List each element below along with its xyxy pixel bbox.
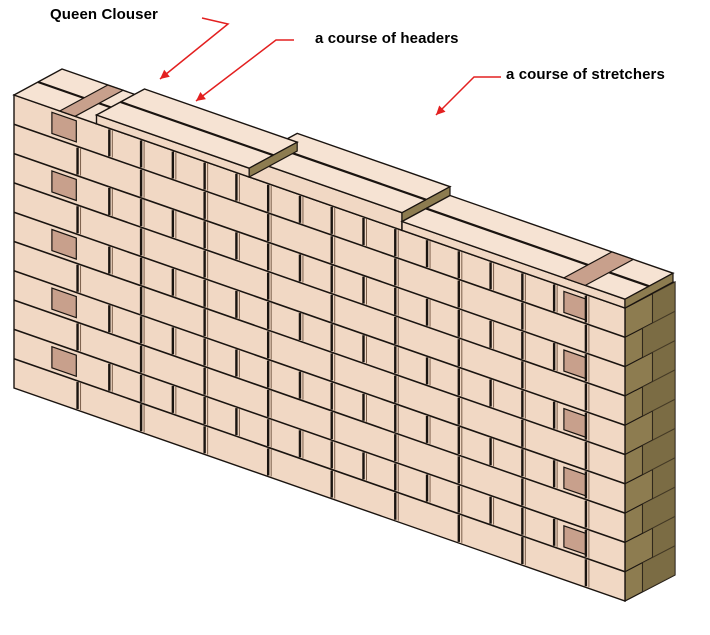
headers-course-label: a course of headers [315,30,459,47]
queen-closer-label: Queen Clouser [50,6,158,23]
stretchers-course-label: a course of stretchers [506,66,665,83]
headers-course-leader-head [196,92,206,101]
queen-closer-leader [160,18,228,79]
headers-course-leader [196,40,294,101]
stretchers-course-leader [436,77,501,115]
queen-closer-leader-head [160,70,170,79]
